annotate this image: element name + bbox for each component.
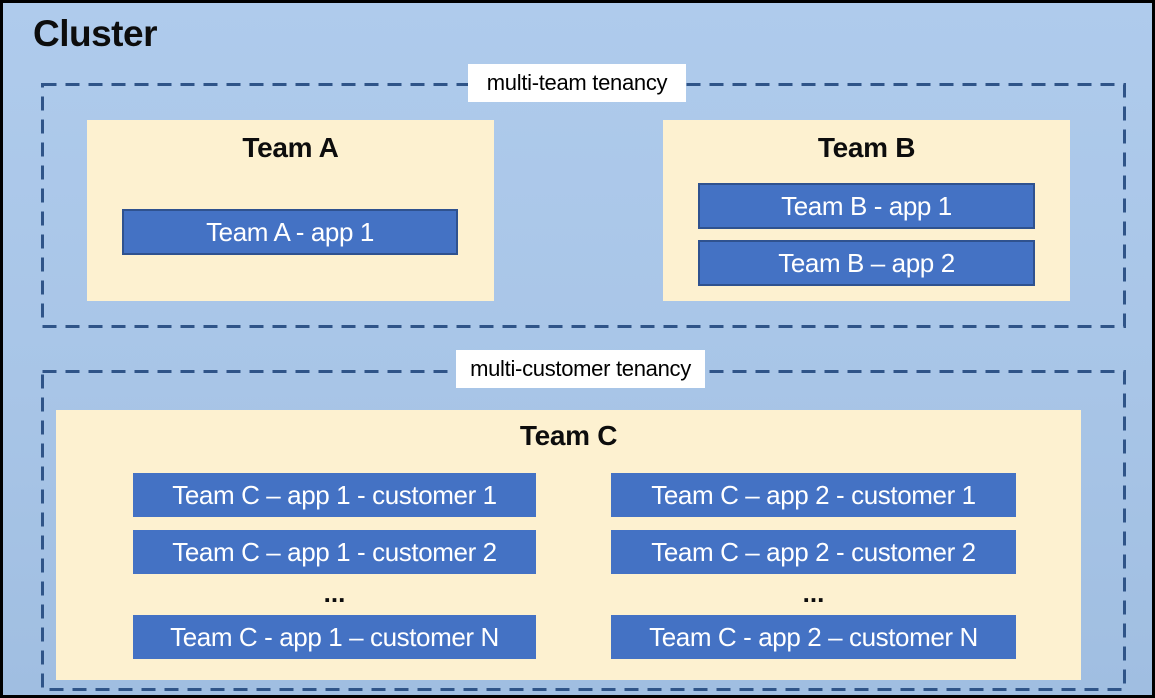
app-box-team-b-app2: Team B – app 2	[698, 240, 1035, 286]
app-box-team-c-app1-customerN: Team C - app 1 – customer N	[133, 615, 536, 659]
app-box-team-c-app2-customer1: Team C – app 2 - customer 1	[611, 473, 1016, 517]
app-box-team-b-app1: Team B - app 1	[698, 183, 1035, 229]
multi-customer-tenancy-label: multi-customer tenancy	[456, 350, 705, 388]
app-box-team-c-app2-customer2: Team C – app 2 - customer 2	[611, 530, 1016, 574]
ellipsis-app2-column: ...	[802, 578, 825, 608]
app-box-team-c-app1-customer1: Team C – app 1 - customer 1	[133, 473, 536, 517]
team-a-panel: Team A Team A - app 1	[87, 120, 494, 301]
team-a-title: Team A	[242, 132, 339, 163]
team-c-title: Team C	[519, 420, 618, 451]
ellipsis-app1-column: ...	[323, 578, 346, 608]
team-b-title: Team B	[817, 132, 916, 163]
app-box-team-c-app2-customerN: Team C - app 2 – customer N	[611, 615, 1016, 659]
app-box-team-a-app1: Team A - app 1	[122, 209, 458, 255]
team-c-panel: Team C Team C – app 1 - customer 1 Team …	[56, 410, 1081, 680]
multi-team-tenancy-label: multi-team tenancy	[468, 64, 686, 102]
app-box-team-c-app1-customer2: Team C – app 1 - customer 2	[133, 530, 536, 574]
cluster-title: Cluster	[33, 13, 157, 54]
team-b-panel: Team B Team B - app 1 Team B – app 2	[663, 120, 1070, 301]
